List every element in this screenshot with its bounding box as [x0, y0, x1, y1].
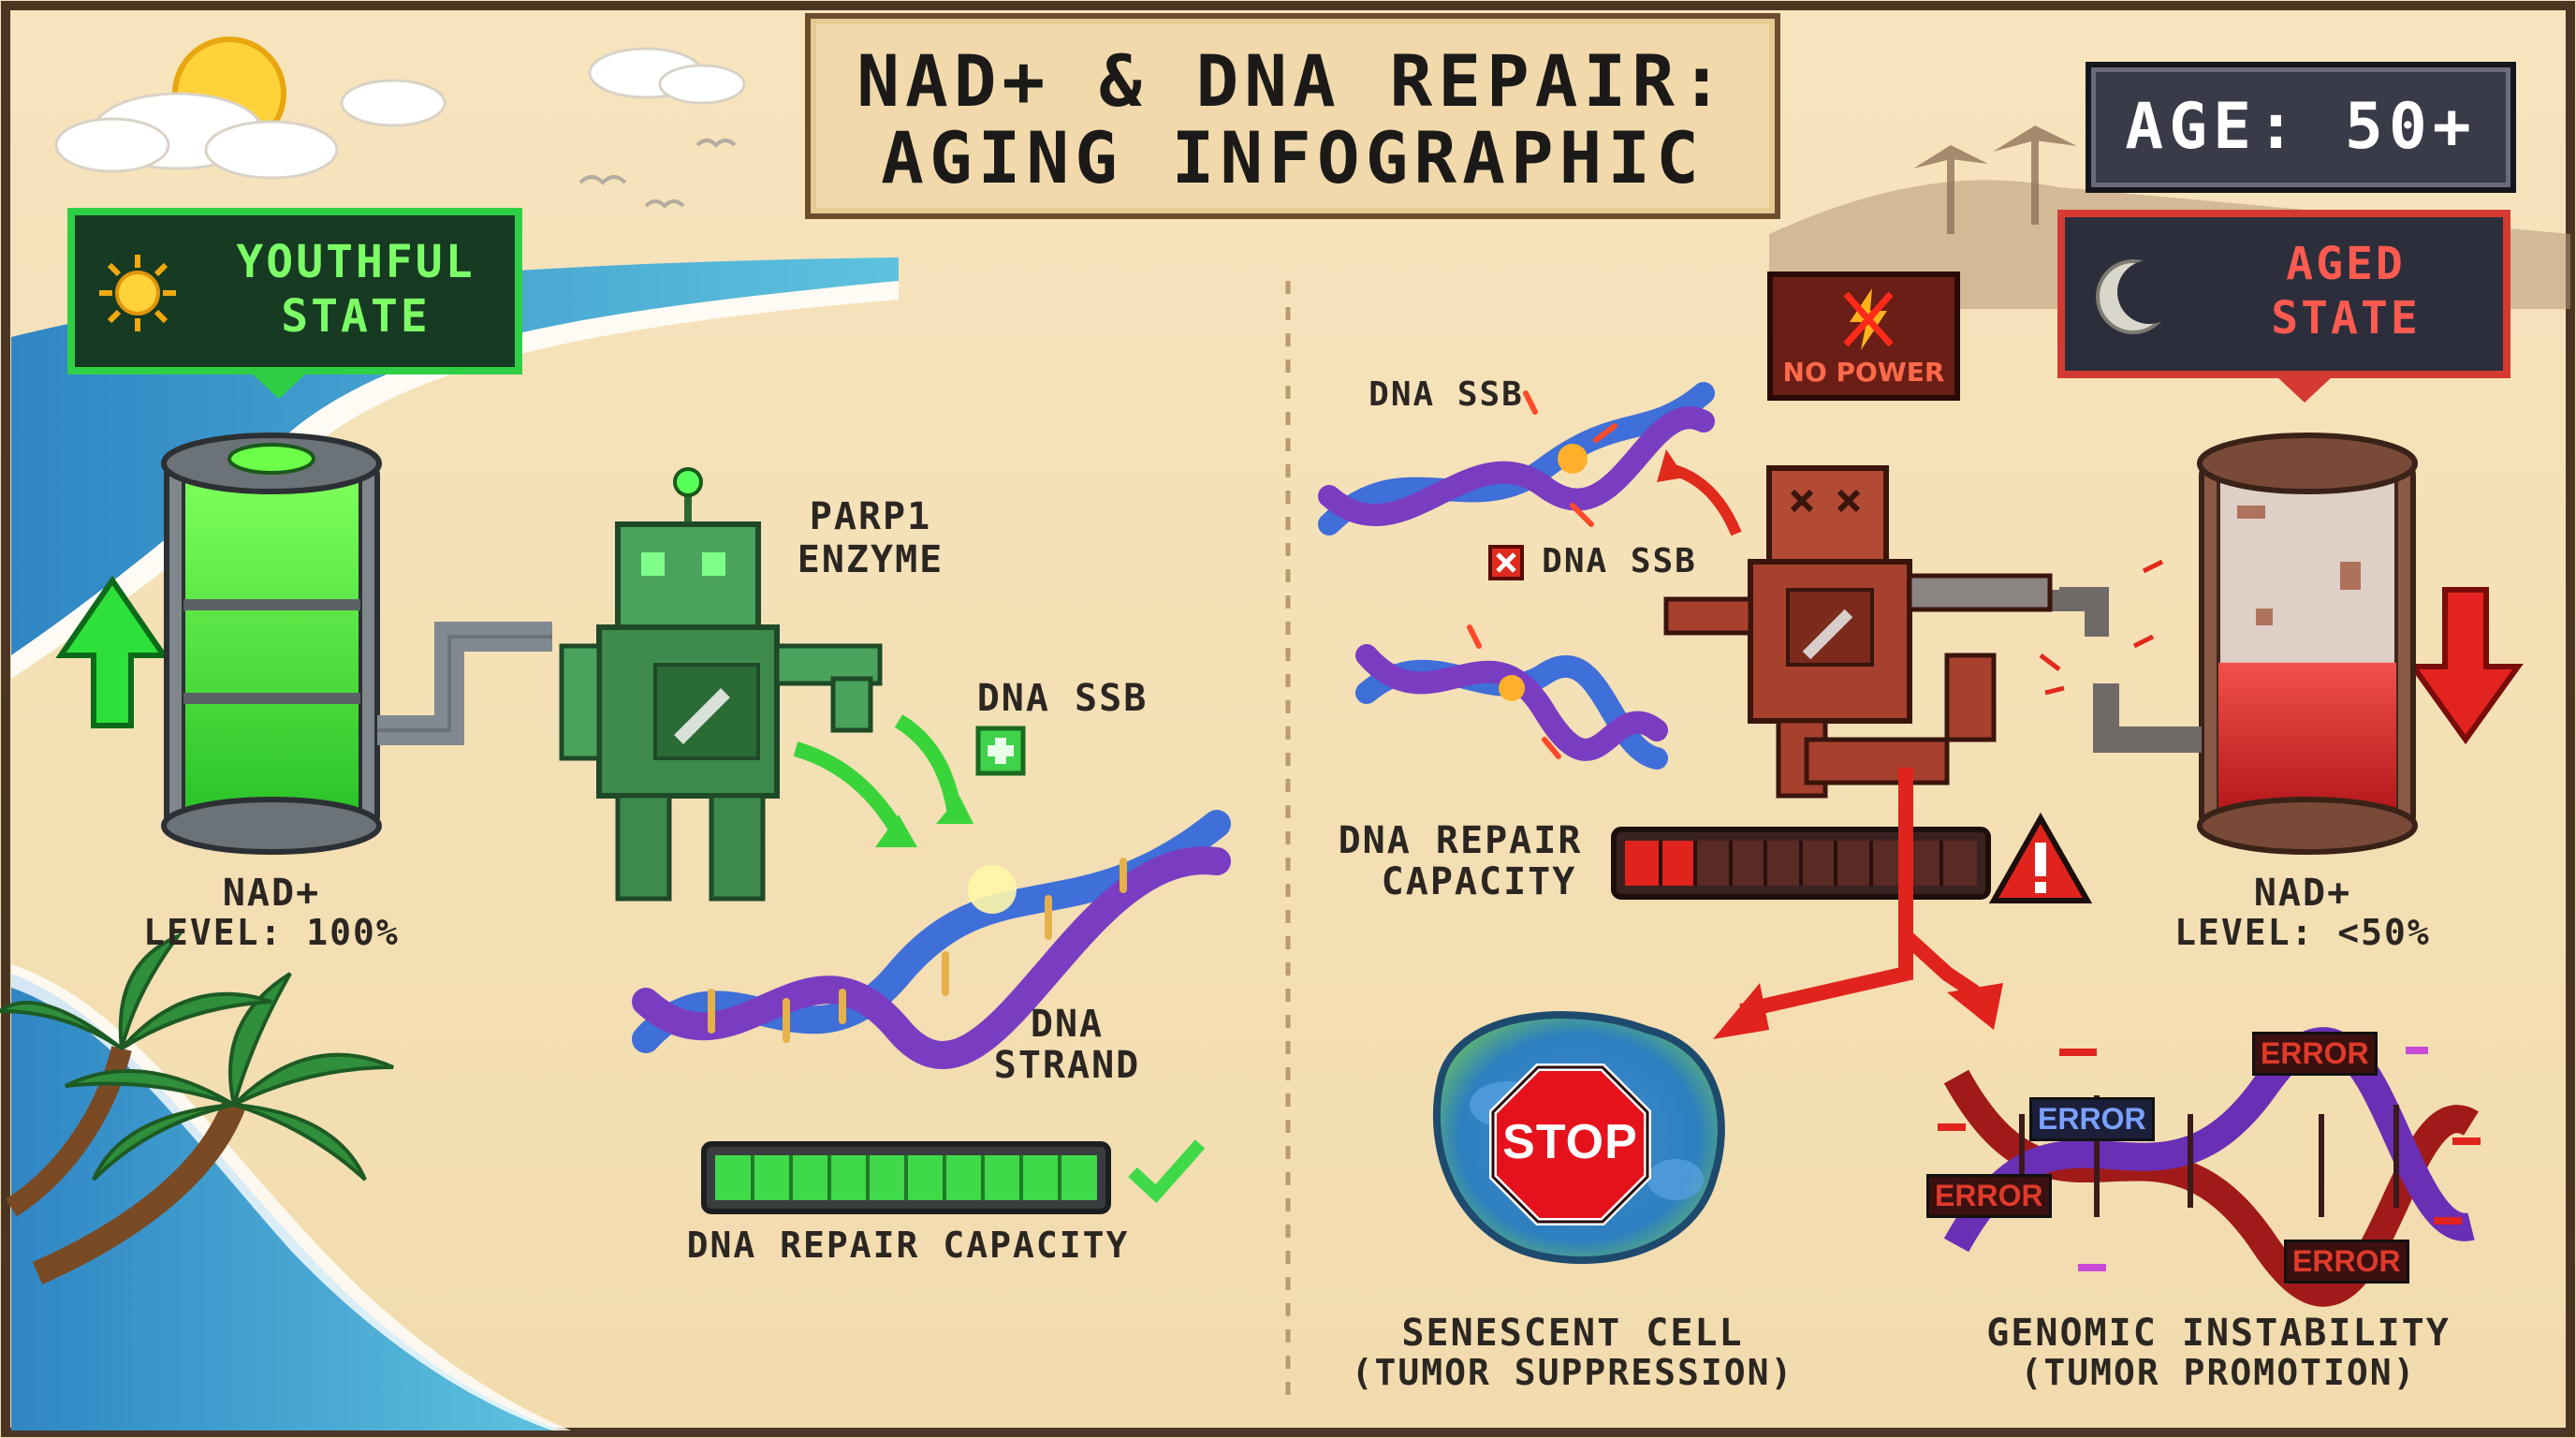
senescent-label-line-2: (TUMOR SUPPRESSION): [1351, 1352, 1794, 1393]
split-arrows-red: [1739, 768, 1980, 1019]
aged-state-box: AGED STATE: [2057, 210, 2510, 378]
moon-icon: [2096, 259, 2175, 334]
broken-robot: [1663, 465, 2053, 799]
youth-state-pointer: [251, 373, 307, 399]
nad-youth-label-line-1: NAD+: [222, 872, 321, 915]
repair-capacity-label-youth: DNA REPAIR CAPACITY: [686, 1225, 1130, 1266]
title-panel: NAD+ & DNA REPAIR: AGING INFOGRAPHIC: [805, 13, 1780, 219]
x-badge-icon: [1488, 545, 1524, 580]
no-power-icon: [1843, 288, 1894, 350]
senescent-label-line-1: SENESCENT CELL: [1401, 1312, 1744, 1355]
cloud-icon: [54, 47, 746, 180]
genomic-label-line-2: (TUMOR PROMOTION): [2020, 1352, 2417, 1393]
aged-state-pointer: [2276, 376, 2333, 403]
dna-broken-mid: [1355, 624, 1668, 770]
error-tag: ERROR: [1926, 1174, 2052, 1218]
dna-strand-youth: [632, 810, 1231, 1069]
dna-broken-top: [1318, 382, 1715, 536]
spark-lines-pipe: [2039, 559, 2164, 696]
nad-aged-label-line-1: NAD+: [2253, 872, 2352, 915]
error-tag: ERROR: [2029, 1097, 2155, 1141]
dna-strand-label-line-1: DNA: [1030, 1003, 1105, 1046]
error-tag: ERROR: [2284, 1240, 2409, 1284]
title-line-2: AGING INFOGRAPHIC: [881, 116, 1705, 199]
youthful-state-box: YOUTHFUL STATE: [67, 208, 522, 374]
pipe-youth: [377, 622, 552, 745]
dna-ssb-label-aged-mid: DNA SSB: [1542, 542, 1697, 580]
error-tag: ERROR: [2252, 1032, 2378, 1076]
repair-capacity-label-aged-line-1: DNA REPAIR: [1338, 819, 1583, 862]
age-badge: AGE: 50+: [2086, 62, 2516, 193]
seagull-icons: [578, 139, 737, 209]
genomic-label-line-1: GENOMIC INSTABILITY: [1986, 1312, 2451, 1355]
repair-capacity-bar-aged: [1611, 827, 1991, 900]
no-power-badge: NO POWER: [1767, 271, 1960, 401]
aged-state-line-2: STATE: [2271, 292, 2421, 345]
repair-capacity-label-aged-line-2: CAPACITY: [1381, 860, 1577, 903]
palm-tree-icon: [0, 932, 394, 1284]
no-power-text: NO POWER: [1782, 357, 1945, 388]
warning-icon: [1988, 812, 2093, 903]
dna-ssb-label-youth: DNA SSB: [976, 677, 1149, 720]
nad-canister-youth: [161, 433, 382, 855]
pipe-aged-broken: [2093, 683, 2202, 753]
arrow-up-icon: [55, 575, 169, 728]
repair-capacity-bar-youth: [701, 1141, 1111, 1214]
action-arrows-green: [793, 714, 962, 838]
stop-sign-icon: [1489, 1064, 1651, 1225]
ocean-bottom-left: [11, 974, 562, 1431]
palm-tree-icon-small: [1913, 125, 2077, 234]
stop-sign-text: STOP: [1502, 1115, 1638, 1169]
aged-state-line-1: AGED: [2286, 238, 2406, 290]
nad-canister-aged: [2197, 433, 2418, 855]
dna-ssb-label-aged-top: DNA SSB: [1368, 375, 1524, 414]
youthful-state-line-1: YOUTHFUL: [236, 236, 476, 288]
plus-icon: [975, 726, 1026, 776]
dna-strand-label-line-2: STRAND: [993, 1044, 1141, 1087]
youthful-state-line-2: STATE: [281, 290, 431, 343]
parp1-label-line-2: ENZYME: [797, 538, 944, 581]
title-line-1: NAD+ & DNA REPAIR:: [856, 39, 1729, 123]
nad-youth-label-line-2: LEVEL: 100%: [143, 912, 400, 953]
parp1-robot: [559, 467, 883, 902]
arrow-down-icon: [2408, 587, 2524, 745]
age-badge-text: AGE: 50+: [2125, 90, 2477, 164]
sun-icon-badge: [99, 255, 176, 331]
nad-aged-label-line-2: LEVEL: <50%: [2174, 912, 2431, 953]
parp1-label-line-1: PARP1: [809, 495, 932, 538]
check-icon: [1128, 1139, 1206, 1203]
